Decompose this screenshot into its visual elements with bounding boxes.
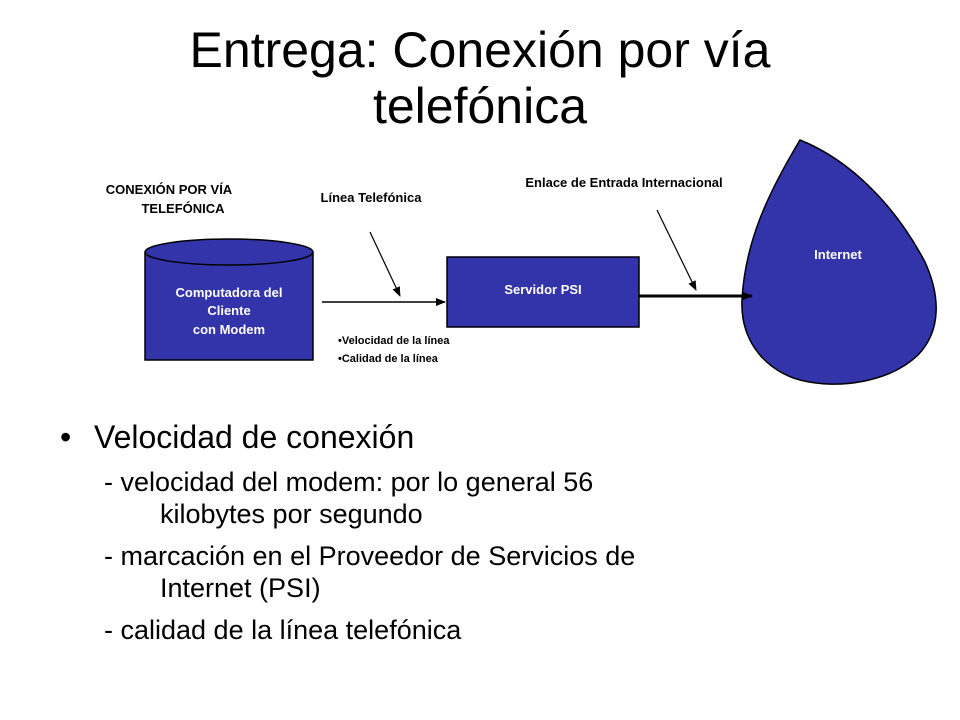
sub-bullet-velocidad-modem-line-2: kilobytes por segundo — [160, 499, 423, 529]
slide-title: Entrega: Conexión por vía telefónica — [0, 22, 960, 134]
bullet-list: Velocidad de conexión - velocidad del mo… — [60, 412, 940, 656]
server-psi-node — [446, 256, 640, 328]
line-note-speed: •Velocidad de la línea — [338, 335, 450, 347]
client-computer-node — [144, 238, 314, 361]
sub-bullet-calidad-line-1: - calidad de la línea telefónica — [104, 615, 462, 645]
sub-bullet-velocidad-modem-line-1: - velocidad del modem: por lo general 56 — [104, 467, 594, 497]
conexion-label-1: CONEXIÓN POR VÍA — [106, 182, 233, 197]
sub-bullet-velocidad-modem: - velocidad del modem: por lo general 56… — [34, 466, 940, 530]
line-note-quality: •Calidad de la línea — [338, 353, 439, 365]
internet-label: Internet — [814, 247, 862, 262]
slide-title-line-2: telefónica — [372, 78, 588, 134]
client-computer-label-2: Cliente — [207, 303, 250, 318]
enlace-pointer — [656, 209, 697, 291]
linea-telefonica-pointer — [369, 231, 401, 297]
conexion-label-2: TELEFÓNICA — [141, 201, 225, 216]
enlace-label: Enlace de Entrada Internacional — [525, 175, 722, 190]
sub-bullet-marcacion-line-2: Internet (PSI) — [160, 573, 321, 603]
connection-diagram: Internet Computadora del Cliente con Mod… — [106, 139, 937, 385]
sub-bullet-calidad: - calidad de la línea telefónica — [34, 614, 940, 646]
server-psi-label: Servidor PSI — [504, 282, 581, 297]
sub-bullet-marcacion: - marcación en el Proveedor de Servicios… — [34, 540, 940, 604]
client-computer-label-1: Computadora del — [176, 285, 283, 300]
bullet-velocidad-conexion: Velocidad de conexión — [60, 412, 940, 462]
internet-node — [741, 139, 937, 385]
slide-title-line-1: Entrega: Conexión por vía — [189, 22, 771, 78]
client-computer-label-3: con Modem — [193, 322, 265, 337]
linea-telefonica-label: Línea Telefónica — [321, 190, 423, 205]
sub-bullet-marcacion-line-1: - marcación en el Proveedor de Servicios… — [104, 541, 636, 571]
